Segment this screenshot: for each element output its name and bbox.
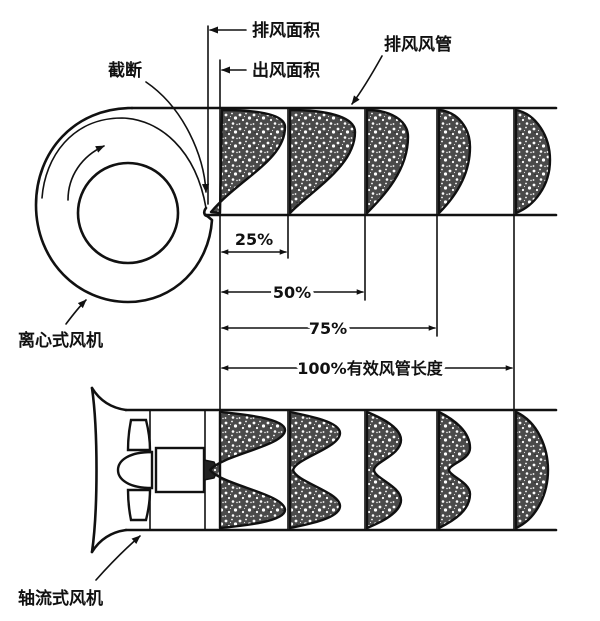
exhaust-area-label: 排风面积 xyxy=(252,20,320,41)
dimension-100-label: 100%有效风管长度 xyxy=(297,359,443,378)
velocity-profile-lower-3 xyxy=(365,410,403,530)
dimension-50-label: 50% xyxy=(273,283,311,302)
centrifugal-fan xyxy=(34,106,214,304)
rotation-arrow-icon xyxy=(67,145,105,201)
centrifugal-fan-label: 离心式风机 xyxy=(18,330,103,351)
scroll-housing-inner xyxy=(41,117,207,209)
velocity-profile-4 xyxy=(437,108,472,215)
exhaust-duct-label: 排风风管 xyxy=(384,34,452,55)
axial-fan-label: 轴流式风机 xyxy=(18,588,103,609)
callout-arrows xyxy=(65,26,383,581)
axial-fan xyxy=(90,386,219,554)
cutoff-label: 截断 xyxy=(108,60,142,81)
centrifugal-fan-arrow xyxy=(65,299,87,325)
velocity-profile-3 xyxy=(365,108,410,215)
velocity-profile-2 xyxy=(288,108,357,215)
velocity-profile-5 xyxy=(514,108,552,215)
cutoff-arrow xyxy=(145,81,210,193)
dimension-75-label: 75% xyxy=(309,319,347,338)
impeller-circle xyxy=(76,161,180,265)
labels: 排风面积 出风面积 截断 排风风管 离心式风机 轴流式风机 xyxy=(18,20,452,609)
motor-body xyxy=(154,446,206,494)
exhaust-duct-bottom xyxy=(124,408,558,532)
exhaust-duct-arrow xyxy=(351,55,383,105)
exhaust-duct-top xyxy=(130,106,558,217)
fan-blade-top xyxy=(126,418,152,452)
outlet-area-label: 出风面积 xyxy=(252,60,320,81)
fan-hub-nose xyxy=(116,450,154,490)
fan-blade-bottom xyxy=(126,488,152,522)
velocity-profile-lower-5 xyxy=(514,410,550,530)
bell-mouth-bottom xyxy=(90,528,128,554)
axial-fan-arrow xyxy=(95,535,141,581)
scroll-housing-outer xyxy=(34,106,214,304)
dimension-arrows: 25% 50% 75% 100%有效风管长度 xyxy=(221,227,513,382)
bell-mouth-top xyxy=(90,386,128,412)
bell-mouth-left xyxy=(90,386,98,554)
reference-lines xyxy=(207,25,515,531)
velocity-profile-lower-2 xyxy=(288,410,342,530)
dimension-25-label: 25% xyxy=(235,230,273,249)
velocity-profile-lower-1 xyxy=(208,410,287,530)
velocity-profile-1 xyxy=(209,108,287,215)
velocity-profile-lower-4 xyxy=(437,410,472,530)
